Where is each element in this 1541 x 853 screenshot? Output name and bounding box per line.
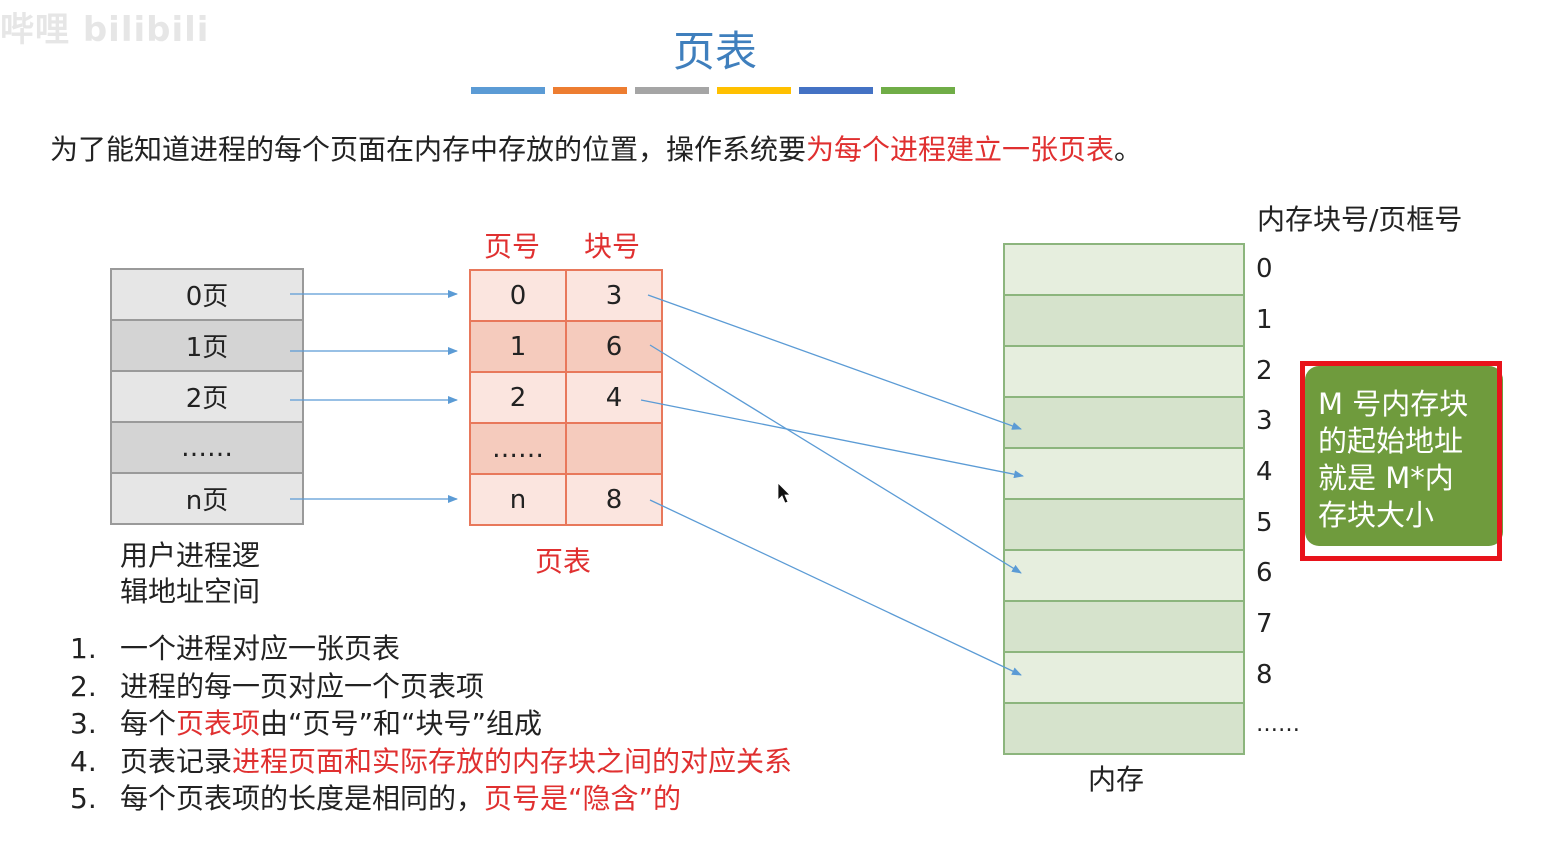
table-to-memory-arrow xyxy=(649,344,1022,574)
note-item: 1. 一个进程对应一张页表 xyxy=(70,630,792,668)
page-number-cell: …… xyxy=(471,424,567,473)
note-number: 3. xyxy=(70,707,97,740)
frame-number: …… xyxy=(1256,712,1300,737)
memory-frame xyxy=(1005,245,1243,296)
memory-frame xyxy=(1005,296,1243,347)
callout-line: 存块大小 xyxy=(1318,498,1435,532)
page-table-row: 2 4 xyxy=(471,373,661,424)
logical-page-row: 0页 xyxy=(112,270,302,321)
note-text: 由“页号”和“块号”组成 xyxy=(260,707,543,740)
note-text: 每个页表项的长度是相同的， xyxy=(120,782,485,815)
block-number-cell: 3 xyxy=(605,280,623,311)
intro-text: 为了能知道进程的每个页面在内存中存放的位置，操作系统要 xyxy=(50,133,807,166)
table-to-memory-arrow xyxy=(640,399,1024,479)
page-number-cell: 2 xyxy=(471,373,567,422)
frame-number: 8 xyxy=(1256,660,1273,690)
page-number-cell: 1 xyxy=(471,322,567,371)
callout-line: M 号内存块 xyxy=(1318,387,1469,421)
frame-number: 1 xyxy=(1256,305,1273,335)
page-table-row: 0 3 xyxy=(471,271,661,322)
logical-space-caption: 用户进程逻 辑地址空间 xyxy=(120,538,260,610)
page-table-row: …… xyxy=(471,424,661,475)
note-text: 进程的每一页对应一个页表项 xyxy=(120,669,485,703)
note-item: 4. 页表记录进程页面和实际存放的内存块之间的对应关系 xyxy=(70,743,792,781)
intro-end: 。 xyxy=(1114,133,1143,166)
frame-number: 5 xyxy=(1256,508,1273,538)
memory-frame xyxy=(1005,653,1243,704)
color-bar xyxy=(881,87,955,94)
block-number-header: 块号 xyxy=(584,230,641,263)
note-text: 页表记录 xyxy=(120,744,233,778)
page-table-row: n 8 xyxy=(471,475,661,524)
note-item: 5. 每个页表项的长度是相同的，页号是“隐含”的 xyxy=(70,780,792,818)
note-item: 3. 每个页表项由“页号”和“块号”组成 xyxy=(70,705,792,743)
page-number-cell: n xyxy=(471,475,567,524)
callout-box: M 号内存块 的起始地址 就是 M*内 存块大小 xyxy=(1305,366,1503,546)
logical-page-row: …… xyxy=(112,423,302,474)
caption-line: 辑地址空间 xyxy=(120,575,261,608)
note-text: 一个进程对应一张页表 xyxy=(120,632,401,665)
memory-frame xyxy=(1005,602,1243,653)
memory-frame-header: 内存块号/页框号 xyxy=(1257,203,1463,236)
color-bar xyxy=(553,87,627,94)
frame-number: 2 xyxy=(1256,356,1273,386)
note-number: 5. xyxy=(70,782,97,815)
table-to-memory-arrow xyxy=(647,294,1022,430)
slide-title: 页表 xyxy=(672,27,757,76)
color-bar xyxy=(471,87,545,94)
logical-page-row: 2页 xyxy=(112,372,302,423)
block-number-cell: 4 xyxy=(605,382,623,413)
page-number-header: 页号 xyxy=(484,230,541,263)
frame-number: 4 xyxy=(1256,457,1273,487)
frame-number: 6 xyxy=(1256,558,1273,588)
callout-highlight-frame xyxy=(1300,361,1502,561)
note-highlight: 进程页面和实际存放的内存块之间的对应关系 xyxy=(232,744,793,778)
memory-frame xyxy=(1005,449,1243,500)
watermark: 哔哩 bilibili xyxy=(0,10,210,50)
memory-frames xyxy=(1003,243,1245,755)
mouse-cursor-icon xyxy=(777,482,791,504)
memory-frame xyxy=(1005,347,1243,398)
color-bar xyxy=(717,87,791,94)
memory-frame xyxy=(1005,704,1243,753)
note-text: 每个 xyxy=(120,707,177,740)
color-bar xyxy=(635,87,709,94)
block-number-cell: 6 xyxy=(605,331,623,362)
frame-number: 7 xyxy=(1256,609,1273,639)
frame-number: 3 xyxy=(1256,406,1273,436)
logical-page-row: 1页 xyxy=(112,321,302,372)
frame-number: 0 xyxy=(1256,254,1273,284)
memory-caption: 内存 xyxy=(1088,763,1145,796)
title-color-bars xyxy=(471,87,955,94)
caption-line: 用户进程逻 xyxy=(120,539,261,572)
note-item: 2. 进程的每一页对应一个页表项 xyxy=(70,668,792,706)
logical-page-row: n页 xyxy=(112,474,302,523)
note-highlight: 页号是“隐含”的 xyxy=(484,782,682,815)
memory-frame xyxy=(1005,551,1243,602)
table-to-memory-arrow xyxy=(649,499,1022,676)
logical-address-space: 0页 1页 2页 …… n页 xyxy=(110,268,304,525)
page-table-caption: 页表 xyxy=(535,545,592,578)
callout-line: 就是 M*内 xyxy=(1318,461,1454,495)
callout-line: 的起始地址 xyxy=(1318,424,1464,458)
notes-list: 1. 一个进程对应一张页表 2. 进程的每一页对应一个页表项 3. 每个页表项由… xyxy=(70,630,792,818)
intro-highlight: 为每个进程建立一张页表 xyxy=(806,133,1115,166)
block-number-cell: 8 xyxy=(605,484,623,515)
note-highlight: 页表项 xyxy=(176,707,261,740)
page-number-cell: 0 xyxy=(471,271,567,320)
color-bar xyxy=(799,87,873,94)
page-table-row: 1 6 xyxy=(471,322,661,373)
note-number: 1. xyxy=(70,632,97,665)
memory-frame xyxy=(1005,500,1243,551)
page-table: 0 3 1 6 2 4 …… n 8 xyxy=(469,269,663,526)
note-number: 2. xyxy=(70,669,97,703)
intro-sentence: 为了能知道进程的每个页面在内存中存放的位置，操作系统要为每个进程建立一张页表。 xyxy=(50,128,1142,168)
note-number: 4. xyxy=(70,744,97,778)
memory-frame xyxy=(1005,398,1243,449)
